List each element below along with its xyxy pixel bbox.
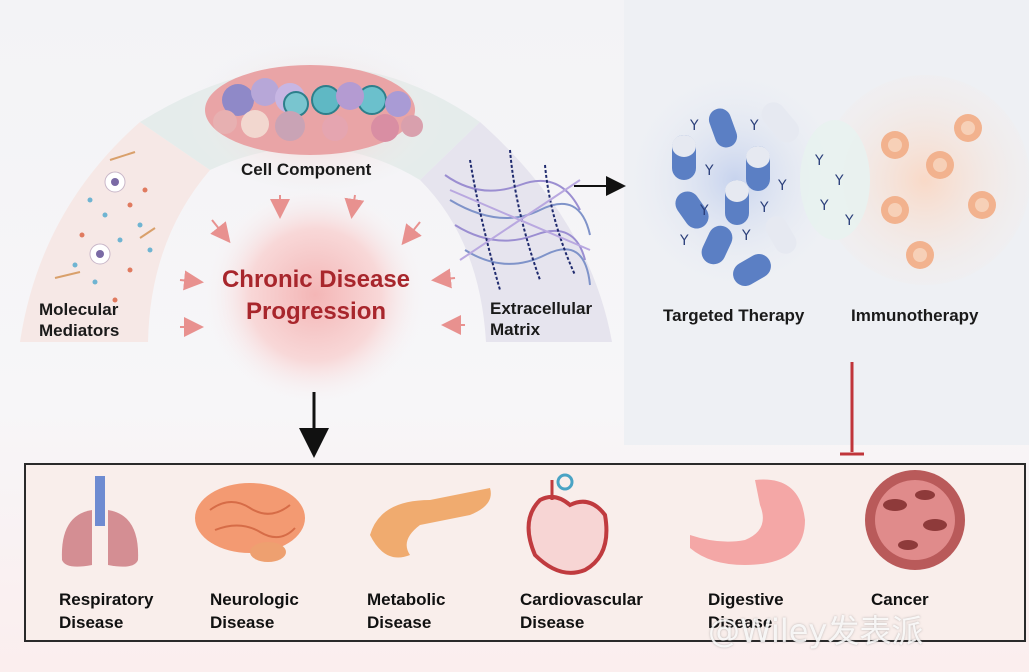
immunotherapy-illustration: Y Y Y Y [800,75,1029,285]
heart-icon [526,473,609,575]
inhibition-symbol [840,362,864,456]
cell-cluster-illustration [205,65,423,155]
fan-sector-ecm [420,122,612,342]
center-glow [205,185,425,405]
svg-text:Y: Y [834,173,844,189]
chronic-disease-progression-title: Chronic Disease Progression [196,264,436,328]
svg-text:Y: Y [749,118,759,134]
disease-line1: Cardiovascular [520,590,643,609]
center-title-line1: Chronic Disease [221,266,411,293]
immunotherapy-label: Immunotherapy [851,306,979,325]
targeted-therapy-label: Targeted Therapy [663,306,805,325]
pink-arrows [179,194,465,337]
disease-line2: Disease [59,613,124,632]
disease-line1: Digestive [708,590,784,609]
center-title-line2: Progression [245,298,387,325]
svg-text:Y: Y [759,200,769,216]
svg-text:Y: Y [777,178,787,194]
disease-label-neurologic: Neurologic Disease [210,588,299,634]
disease-line1: Metabolic [367,590,446,609]
brain-icon [195,483,305,562]
svg-text:Y: Y [819,198,829,214]
disease-line1: Cancer [871,590,929,609]
disease-label-metabolic: Metabolic Disease [367,588,445,634]
svg-text:Y: Y [689,118,699,134]
disease-label-cancer: Cancer [871,588,929,611]
targeted-therapy-illustration: Y Y Y Y Y Y Y Y [620,65,850,295]
molecular-mediators-label: Molecular Mediators [39,299,119,341]
svg-text:Y: Y [679,233,689,249]
disease-label-digestive: Digestive Disease [708,588,784,634]
stomach-icon [690,479,805,565]
extracellular-matrix-label: Extracellular Matrix [490,298,592,340]
disease-line2: Disease [520,613,585,632]
extracellular-matrix-line2: Matrix [490,320,541,339]
molecular-mediators-line2: Mediators [39,321,120,340]
pancreas-icon [370,488,491,558]
svg-text:Y: Y [844,213,854,229]
disease-line2: Disease [210,613,275,632]
molecular-mediators-line1: Molecular [39,300,119,319]
svg-text:Y: Y [699,203,709,219]
disease-line2: Disease [367,613,432,632]
disease-label-respiratory: Respiratory Disease [59,588,153,634]
molecular-mediators-illustration [54,151,156,303]
cancer-icon [865,470,965,570]
svg-text:Y: Y [704,163,714,179]
disease-line2: Disease [708,613,773,632]
disease-line1: Respiratory [59,590,154,609]
disease-panel [24,463,1026,642]
cell-component-label: Cell Component [241,160,372,179]
fan-sector-molecular [20,122,210,342]
svg-text:Y: Y [741,228,751,244]
disease-line1: Neurologic [210,590,299,609]
extracellular-matrix-line1: Extracellular [490,299,593,318]
watermark: @Wiley发表派 [708,612,924,650]
lungs-icon [61,476,139,567]
svg-text:Y: Y [814,153,824,169]
ecm-mesh-illustration [444,149,591,291]
disease-label-cardiovascular: Cardiovascular Disease [520,588,643,634]
